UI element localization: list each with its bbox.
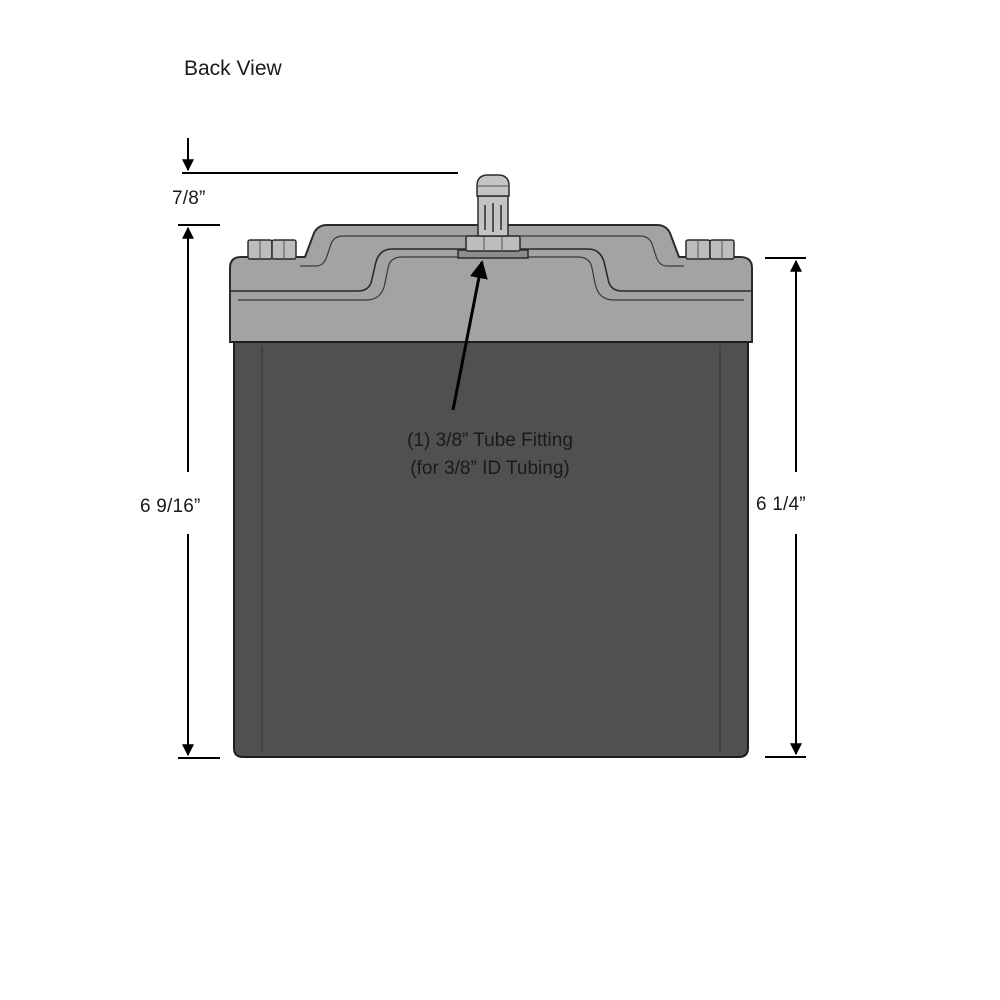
body-height-label: 6 1/4” — [756, 494, 806, 515]
right-hex-nuts — [685, 239, 735, 260]
overall-height-label: 6 9/16” — [140, 496, 201, 517]
fitting-height-dimension — [178, 138, 458, 226]
body-height-dimension — [765, 257, 806, 758]
tube-fitting — [457, 174, 529, 259]
tube-fitting-callout: (1) 3/8” Tube Fitting (for 3/8” ID Tubin… — [370, 427, 610, 483]
battery-lid — [229, 224, 753, 343]
view-title: Back View — [184, 57, 282, 80]
fitting-callout-leader — [451, 260, 488, 411]
overall-height-dimension — [178, 226, 220, 759]
callout-line-1: (1) 3/8” Tube Fitting — [407, 430, 573, 451]
left-hex-nuts — [247, 239, 297, 260]
fitting-height-label: 7/8” — [172, 188, 206, 209]
callout-line-2: (for 3/8” ID Tubing) — [410, 458, 570, 479]
battery-body — [233, 341, 749, 758]
